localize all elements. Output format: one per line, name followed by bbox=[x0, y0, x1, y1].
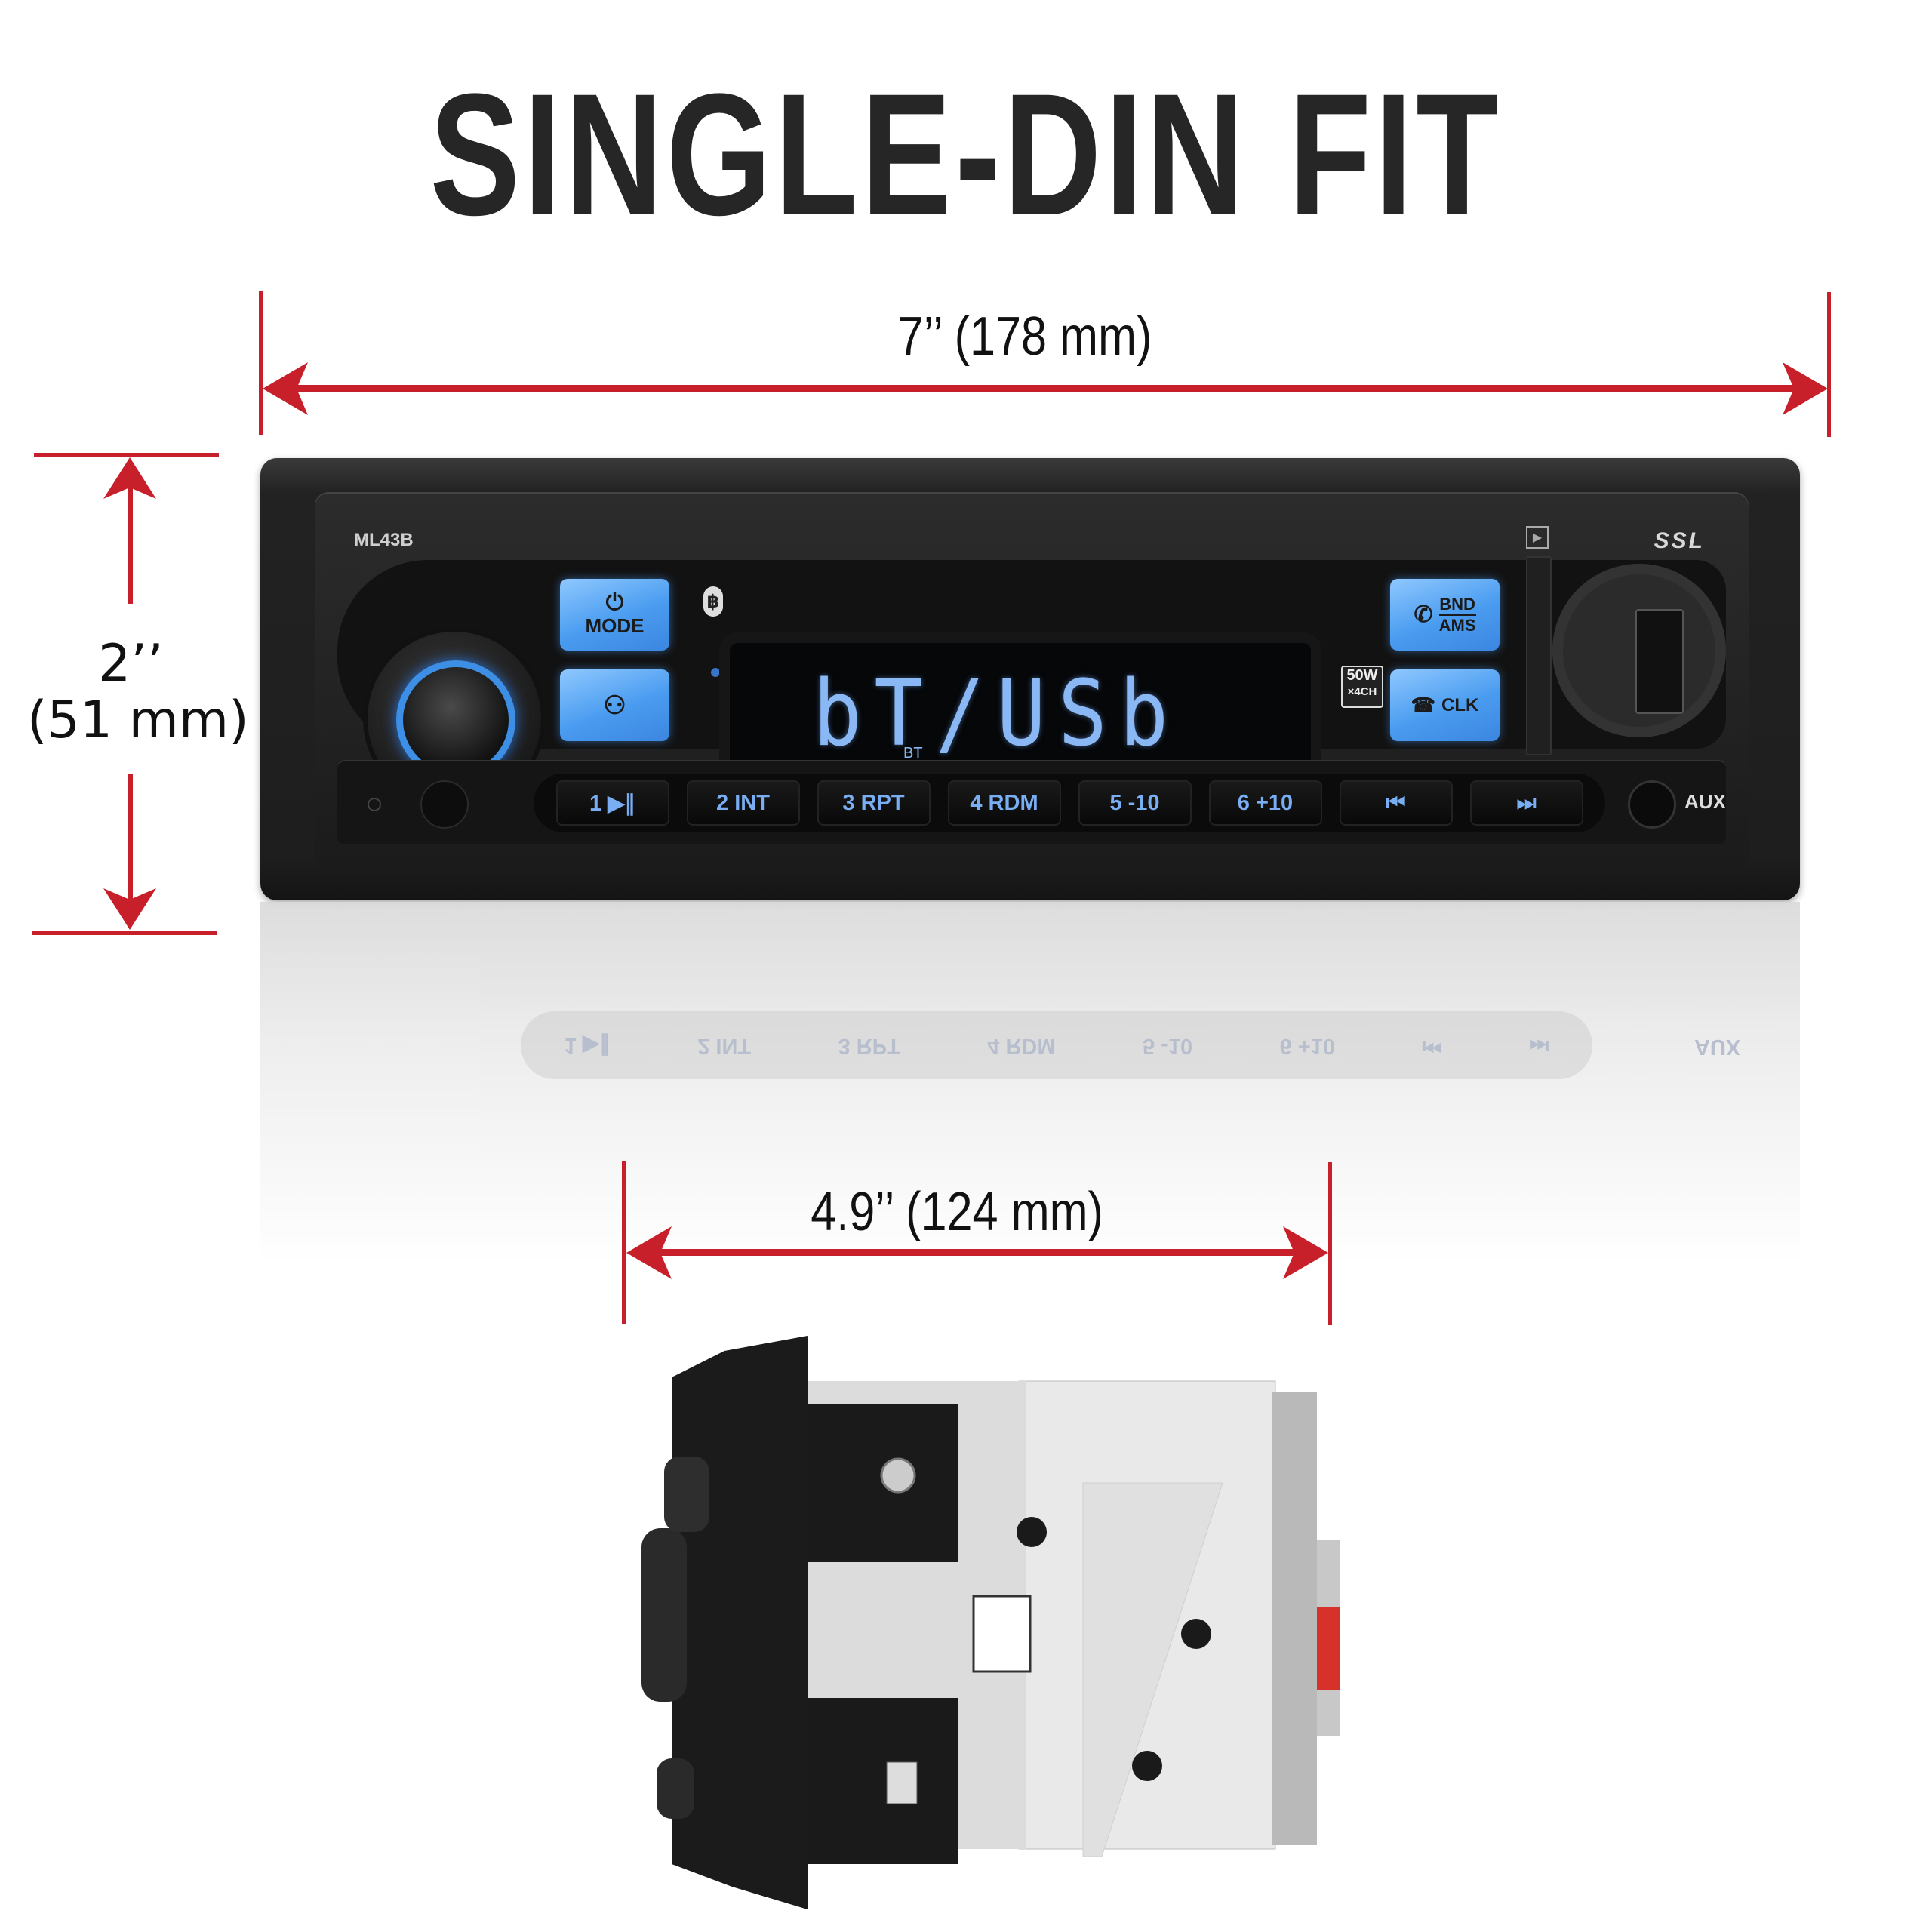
usb-port[interactable] bbox=[1635, 609, 1684, 714]
preset-6-plus10-button[interactable]: 6 +10 bbox=[1208, 780, 1322, 826]
arrow-left-icon bbox=[263, 362, 308, 415]
arrow-up-icon bbox=[103, 457, 156, 499]
knob-led-ring bbox=[396, 660, 515, 780]
sd-card-icon: ▶ bbox=[1526, 526, 1549, 549]
brand-logo: SSL bbox=[1654, 528, 1705, 553]
car-radio-front: ML43B SSL ⏻ MODE ⚇ ฿ bT/USb BT bbox=[260, 458, 1800, 900]
width-dim-arrow-shaft bbox=[279, 385, 1811, 392]
aux-label: AUX bbox=[1684, 790, 1726, 813]
preset-2-int-button[interactable]: 2 INT bbox=[686, 780, 800, 826]
microphone bbox=[420, 780, 469, 829]
arrow-right-icon bbox=[1783, 362, 1828, 415]
reflection-preset-bar: 1 ▶∥ 2 INT 3 RPT 4 RDM 5 -10 6 +10 ⏮ ⏭ bbox=[521, 1011, 1592, 1079]
bluetooth-icon: ฿ bbox=[703, 586, 723, 617]
preset-1-play-pause-button[interactable]: 1 ▶∥ bbox=[555, 780, 669, 826]
previous-track-button[interactable]: ⏮ bbox=[1339, 780, 1453, 826]
depth-dim-arrow-shaft bbox=[638, 1249, 1317, 1256]
height-dim-upper-shaft bbox=[128, 483, 133, 604]
bt-indicator: BT bbox=[903, 745, 923, 761]
arrow-right-icon bbox=[1283, 1226, 1328, 1279]
width-dim-right-line bbox=[1827, 292, 1831, 437]
power-icon: ⏻ bbox=[605, 590, 624, 615]
clk-label: CLK bbox=[1441, 694, 1479, 715]
height-dim-bottom-line bbox=[32, 931, 217, 935]
reset-pinhole[interactable] bbox=[368, 798, 381, 811]
preset-4-rdm-button[interactable]: 4 RDM bbox=[947, 780, 1061, 826]
arrow-left-icon bbox=[626, 1226, 672, 1279]
mode-button[interactable]: ⏻ MODE bbox=[560, 579, 669, 651]
phone-answer-icon: ✆ bbox=[1414, 602, 1433, 627]
radio-reflection: 1 ▶∥ 2 INT 3 RPT 4 RDM 5 -10 6 +10 ⏮ ⏭ A… bbox=[260, 902, 1800, 1264]
ams-label: AMS bbox=[1438, 615, 1476, 635]
model-label: ML43B bbox=[354, 530, 414, 550]
power-badge: 50W ×4CH bbox=[1341, 666, 1383, 708]
bnd-label: BND bbox=[1438, 595, 1476, 616]
next-track-button[interactable]: ⏭ bbox=[1469, 780, 1583, 826]
preset-row: 1 ▶∥ 2 INT 3 RPT 4 RDM 5 -10 6 +10 ⏮ ⏭ A… bbox=[337, 760, 1726, 844]
display-text: bT/USb bbox=[813, 662, 1181, 767]
mode-label: MODE bbox=[585, 614, 645, 637]
arrow-down-icon bbox=[103, 888, 156, 930]
height-dim-label-inches: 2’’ bbox=[98, 634, 164, 694]
phone-hangup-icon: ☎ bbox=[1411, 694, 1436, 716]
bnd-ams-button[interactable]: ✆ BND AMS bbox=[1390, 579, 1500, 651]
depth-dim-right-line bbox=[1328, 1162, 1332, 1325]
status-led bbox=[711, 668, 720, 677]
preset-button-bar: 1 ▶∥ 2 INT 3 RPT 4 RDM 5 -10 6 +10 ⏮ ⏭ bbox=[534, 774, 1605, 832]
depth-dim-left-line bbox=[622, 1161, 626, 1324]
height-dim-top-line bbox=[34, 453, 219, 457]
height-dim-lower-shaft bbox=[128, 774, 133, 902]
reflection-aux-label: AUX bbox=[1694, 1035, 1741, 1059]
page-title: SINGLE-DIN FIT bbox=[429, 57, 1503, 251]
sd-card-slot[interactable] bbox=[1526, 556, 1552, 755]
depth-dim-label: 4.9’’ (124 mm) bbox=[811, 1182, 1103, 1242]
control-panel: ⏻ MODE ⚇ ฿ bT/USb BT bbox=[337, 526, 1726, 809]
width-dim-left-line bbox=[259, 291, 263, 435]
height-dim-label-mm: (51 mm) bbox=[27, 691, 249, 750]
width-dim-label: 7’’ (178 mm) bbox=[897, 306, 1152, 367]
clk-button[interactable]: ☎ CLK bbox=[1390, 669, 1500, 741]
voice-button[interactable]: ⚇ bbox=[560, 669, 669, 741]
aux-jack[interactable] bbox=[1628, 780, 1676, 829]
preset-3-rpt-button[interactable]: 3 RPT bbox=[817, 780, 931, 826]
radio-faceplate: ML43B SSL ⏻ MODE ⚇ ฿ bT/USb BT bbox=[315, 492, 1749, 869]
voice-assistant-icon: ⚇ bbox=[603, 691, 626, 720]
radio-side-view bbox=[641, 1336, 1340, 1909]
preset-5-minus10-button[interactable]: 5 -10 bbox=[1078, 780, 1192, 826]
